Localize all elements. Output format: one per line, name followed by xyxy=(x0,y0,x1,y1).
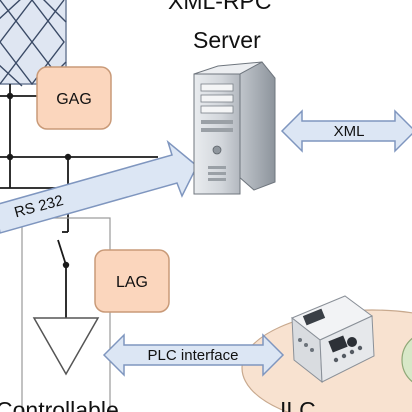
load-triangle-icon xyxy=(32,317,100,376)
gag-label: GAG xyxy=(56,91,92,108)
grid-symbol xyxy=(0,0,67,87)
gag-box xyxy=(36,66,112,130)
plc-title: ILC xyxy=(280,397,316,412)
plc-interface-arrow: PLC interface xyxy=(102,333,285,377)
lag-box xyxy=(94,249,170,313)
switch-contact xyxy=(57,239,67,266)
rs232-arrow: RS 232 xyxy=(0,139,198,234)
server-pc-icon xyxy=(193,61,276,195)
plc-interface-label: PLC interface xyxy=(148,347,239,364)
server-title-line2: Server xyxy=(193,27,261,53)
plc-device-icon xyxy=(291,295,375,384)
xml-arrow: XML xyxy=(280,109,412,153)
lag-label: LAG xyxy=(116,274,148,291)
partial-green-shape xyxy=(401,337,412,383)
xml-label: XML xyxy=(334,123,365,140)
controllable-device-box xyxy=(21,217,111,412)
server-title-line1: XML-RPC xyxy=(168,0,272,14)
controllable-label: Controllable xyxy=(0,397,119,412)
